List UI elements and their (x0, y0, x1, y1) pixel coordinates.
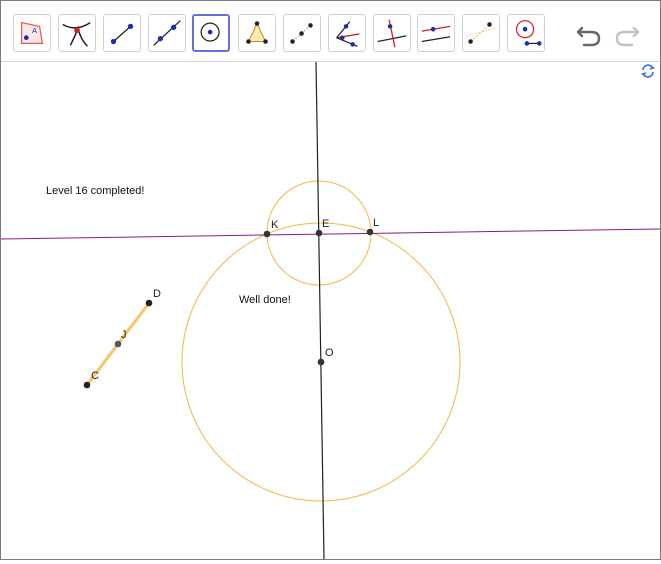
segment-tool-icon (110, 23, 134, 45)
label-l: L (373, 217, 379, 229)
point-d[interactable] (145, 299, 153, 307)
triangle-tool-button[interactable] (238, 14, 276, 52)
point-j[interactable] (114, 340, 122, 348)
midpoint-tool-icon (290, 23, 313, 44)
perpendicular-line-tool-icon (377, 19, 407, 48)
angle-bisector-tool-icon (336, 21, 360, 47)
graphics-canvas[interactable]: K E L O D J C Level 16 completed! Well d… (0, 61, 661, 560)
angle-bisector-tool-button[interactable] (328, 14, 366, 52)
intersect-tool-button[interactable] (58, 14, 96, 52)
undo-button[interactable] (573, 19, 603, 49)
compass-tool-button[interactable] (507, 14, 545, 52)
parallel-line-tool-icon (421, 25, 451, 43)
point-c[interactable] (83, 381, 91, 389)
move-tool-icon: A (20, 21, 44, 45)
svg-text:A: A (32, 26, 38, 35)
purple-line[interactable] (0, 228, 661, 240)
perpendicular-line-tool-button[interactable] (373, 14, 411, 52)
circle-o[interactable] (181, 222, 461, 502)
circle-center-point-tool-button[interactable] (192, 14, 230, 52)
parallel-line-tool-button[interactable] (417, 14, 455, 52)
refresh-icon (640, 64, 656, 78)
intersect-tool-icon (62, 21, 91, 47)
label-o: O (325, 347, 334, 359)
label-j: J (121, 329, 127, 341)
redo-icon (615, 26, 640, 47)
point-e[interactable] (315, 229, 323, 237)
line-tool-icon (153, 20, 181, 46)
point-o[interactable] (317, 358, 325, 366)
redo-button[interactable] (613, 19, 643, 49)
construction-drawing[interactable]: K E L O D J C (0, 61, 661, 560)
perpendicular-bisector-tool-icon (466, 22, 496, 44)
move-tool-button[interactable]: A (13, 14, 51, 52)
label-e: E (322, 218, 329, 230)
point-l[interactable] (366, 228, 374, 236)
label-d: D (153, 288, 161, 300)
point-k[interactable] (263, 230, 271, 238)
label-c: C (91, 370, 99, 382)
triangle-tool-icon (246, 21, 268, 44)
undo-icon (576, 26, 601, 47)
label-k: K (271, 219, 279, 231)
level-completed-text: Level 16 completed! (46, 185, 145, 197)
refresh-button[interactable] (640, 63, 656, 79)
toolbar: A (1, 1, 660, 62)
line-tool-button[interactable] (148, 14, 186, 52)
vertical-line[interactable] (315, 61, 325, 560)
segment-tool-button[interactable] (103, 14, 141, 52)
compass-tool-icon (515, 20, 542, 46)
circle-center-point-tool-icon (200, 22, 220, 42)
well-done-text: Well done! (239, 294, 291, 306)
midpoint-tool-button[interactable] (283, 14, 321, 52)
perpendicular-bisector-tool-button[interactable] (462, 14, 500, 52)
